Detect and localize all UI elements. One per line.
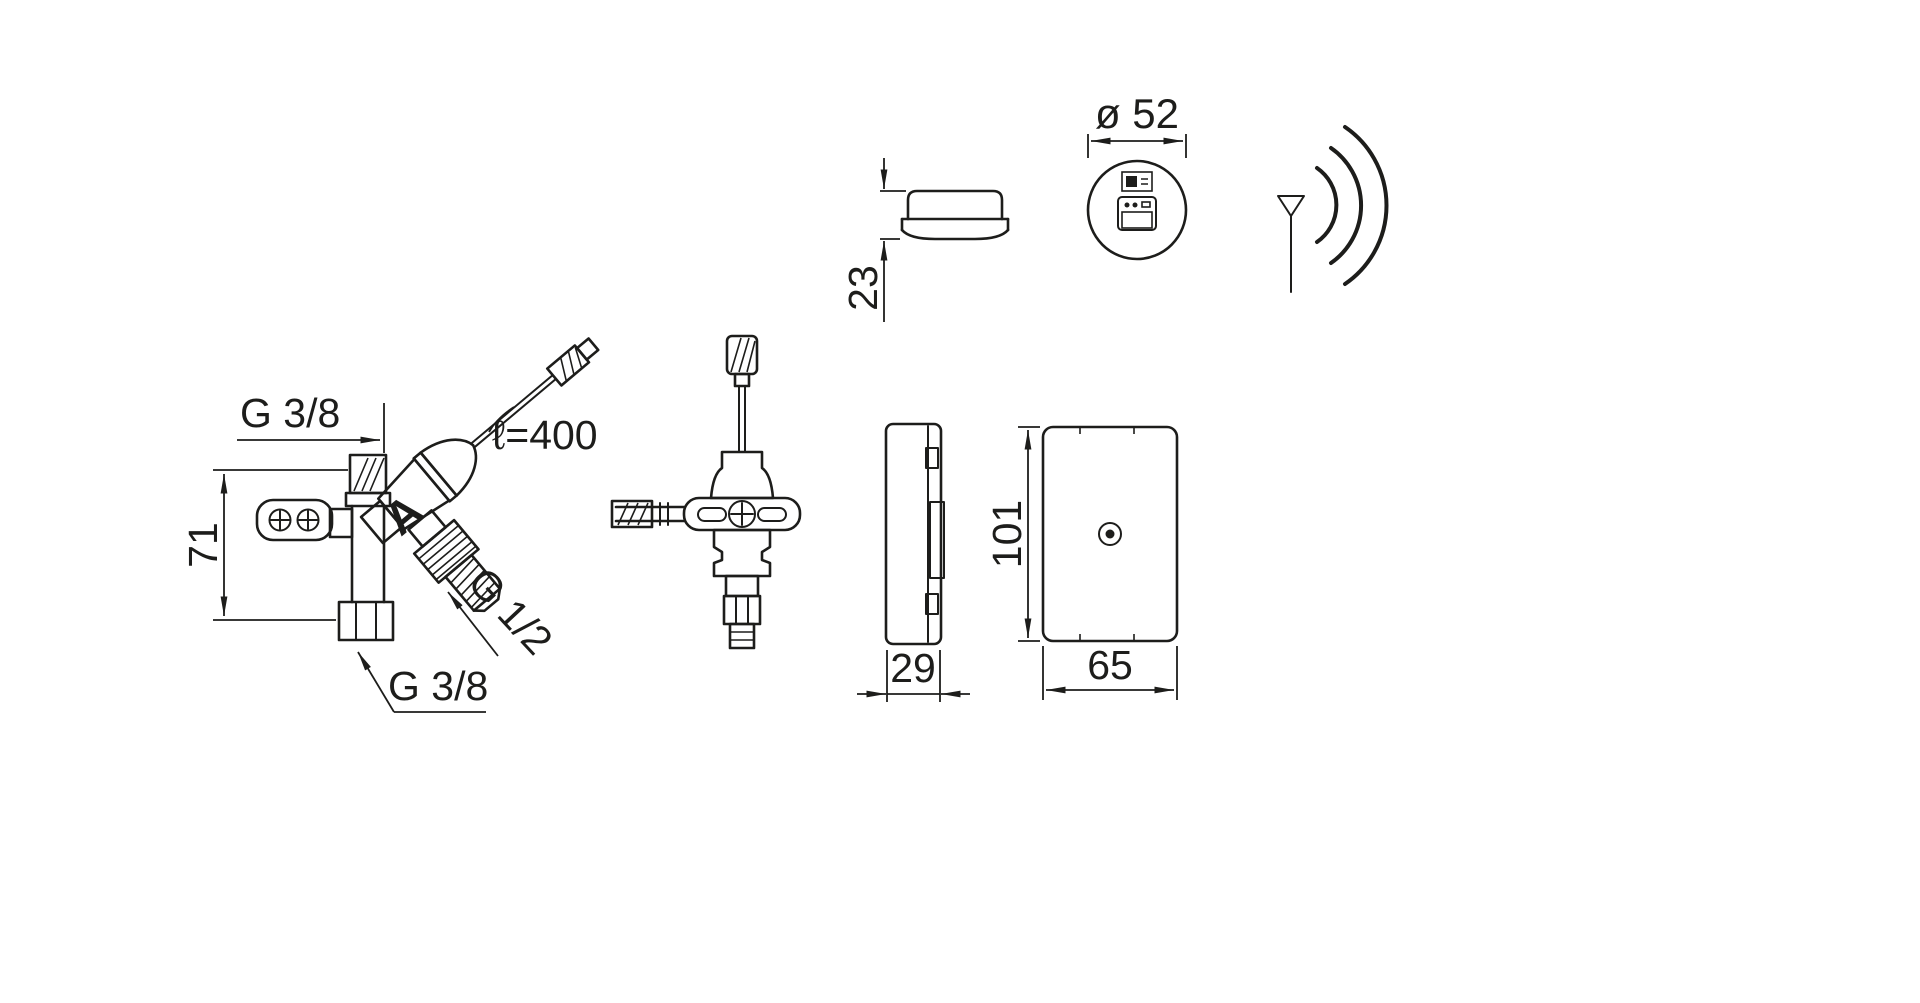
sensor-eye xyxy=(1121,211,1153,229)
dim-sensor-height: 23 xyxy=(840,158,906,322)
knurl-lines xyxy=(418,524,477,581)
outlet-thread-hatch xyxy=(450,557,496,609)
box-depth-label: 29 xyxy=(890,645,936,691)
connector-hatch xyxy=(560,347,583,381)
center-screw xyxy=(728,500,756,528)
control-box-front-view xyxy=(1041,425,1179,643)
side-pipe-hatch xyxy=(617,502,649,526)
box-height-label: 101 xyxy=(984,500,1030,568)
dim-height-71: 71 xyxy=(180,469,348,621)
sensor-outline xyxy=(1086,159,1188,261)
thread-bottom-label: G 3/8 xyxy=(388,663,488,709)
logo-block xyxy=(1126,176,1137,187)
valve-body-tilted: A xyxy=(359,337,600,545)
leader-line xyxy=(447,591,499,657)
bracket-screw-right xyxy=(296,508,320,532)
dim-box-width: 65 xyxy=(1042,642,1178,700)
signal-wave-1 xyxy=(1315,166,1339,244)
thread-hatch xyxy=(353,457,385,492)
signal-wave-2 xyxy=(1329,146,1364,265)
valve-top-collar xyxy=(344,491,392,508)
logo-frame xyxy=(1121,171,1153,192)
outlet-tip xyxy=(472,587,502,613)
dim-box-height: 101 xyxy=(984,426,1040,642)
box-clip-top xyxy=(925,447,939,469)
oras-logo xyxy=(1121,171,1153,192)
box-width-label: 65 xyxy=(1087,642,1133,688)
box-side-outline xyxy=(884,422,943,646)
valve-body-ring xyxy=(412,451,458,503)
box-edge-tabs xyxy=(1079,427,1135,641)
center-screw-cross xyxy=(730,502,754,526)
puck-flange-sides xyxy=(900,217,1010,232)
sensor-window xyxy=(1117,196,1157,231)
antenna-icon xyxy=(1277,195,1305,293)
wall-bracket xyxy=(255,498,334,542)
leader-line xyxy=(357,651,395,713)
connector-neck xyxy=(733,372,751,388)
box-front-outline xyxy=(1041,425,1179,643)
sensor-dome xyxy=(419,438,478,497)
sensor-diameter-label: ø 52 xyxy=(1095,90,1179,137)
valve-lower-nut xyxy=(722,594,762,626)
sensor-face xyxy=(1117,196,1157,231)
cable-connector xyxy=(545,344,591,387)
connector-hatch xyxy=(730,337,756,373)
mounting-slot-right xyxy=(757,507,787,522)
valve-front-view xyxy=(610,334,802,650)
box-side-connector xyxy=(929,501,945,579)
box-center-screw xyxy=(1098,522,1122,546)
dim-sensor-diameter: ø 52 xyxy=(1087,90,1187,158)
valve-outlet xyxy=(407,509,502,613)
logo-text-lines xyxy=(1141,178,1148,185)
box-clip-bottom xyxy=(925,593,939,615)
puck-body xyxy=(906,189,1004,221)
valve-bottom-nut xyxy=(337,600,395,642)
bracket-stub xyxy=(328,507,354,539)
dim-box-depth: 29 xyxy=(857,645,970,702)
dim-cable-length: ℓ=400 xyxy=(488,406,598,458)
dim-thread-outlet: G 1/2 xyxy=(447,559,561,663)
sensor-led xyxy=(1132,202,1138,208)
cable-length-label: ℓ=400 xyxy=(492,412,598,458)
sensor-led xyxy=(1124,202,1130,208)
angle-valve-side-view: A xyxy=(255,337,600,642)
screw-cross-right xyxy=(298,510,318,530)
sensor-port xyxy=(1141,201,1151,208)
height-label: 71 xyxy=(180,522,226,568)
thread-top-label: G 3/8 xyxy=(240,390,340,436)
valve-lower-cylinder xyxy=(724,574,760,598)
sensor-height-label: 23 xyxy=(840,265,886,311)
sensor-puck-side-view xyxy=(900,189,1010,241)
sensor-front-view xyxy=(1086,159,1188,261)
dim-thread-top: G 3/8 xyxy=(237,390,385,453)
valve-bottom-fitting xyxy=(728,622,756,650)
dim-thread-bottom: G 3/8 xyxy=(357,651,488,713)
fitting-threads xyxy=(730,631,754,641)
wireless-signal-icon xyxy=(1277,125,1389,293)
valve-head-front xyxy=(709,450,775,500)
screw-cross-left xyxy=(270,510,290,530)
leader-line xyxy=(488,406,515,433)
connector-tip xyxy=(575,337,600,361)
mounting-slot-left xyxy=(697,507,727,522)
control-box-side-view xyxy=(884,422,945,646)
side-pipe-thread xyxy=(610,499,654,529)
valve-body-front xyxy=(712,528,772,578)
bracket-screw-left xyxy=(268,508,292,532)
sensor-cable xyxy=(473,377,557,449)
signal-wave-3 xyxy=(1343,125,1389,286)
puck-base-lip xyxy=(900,228,1010,241)
box-center-screw-dot xyxy=(1105,529,1115,539)
antenna-head xyxy=(1277,195,1305,217)
